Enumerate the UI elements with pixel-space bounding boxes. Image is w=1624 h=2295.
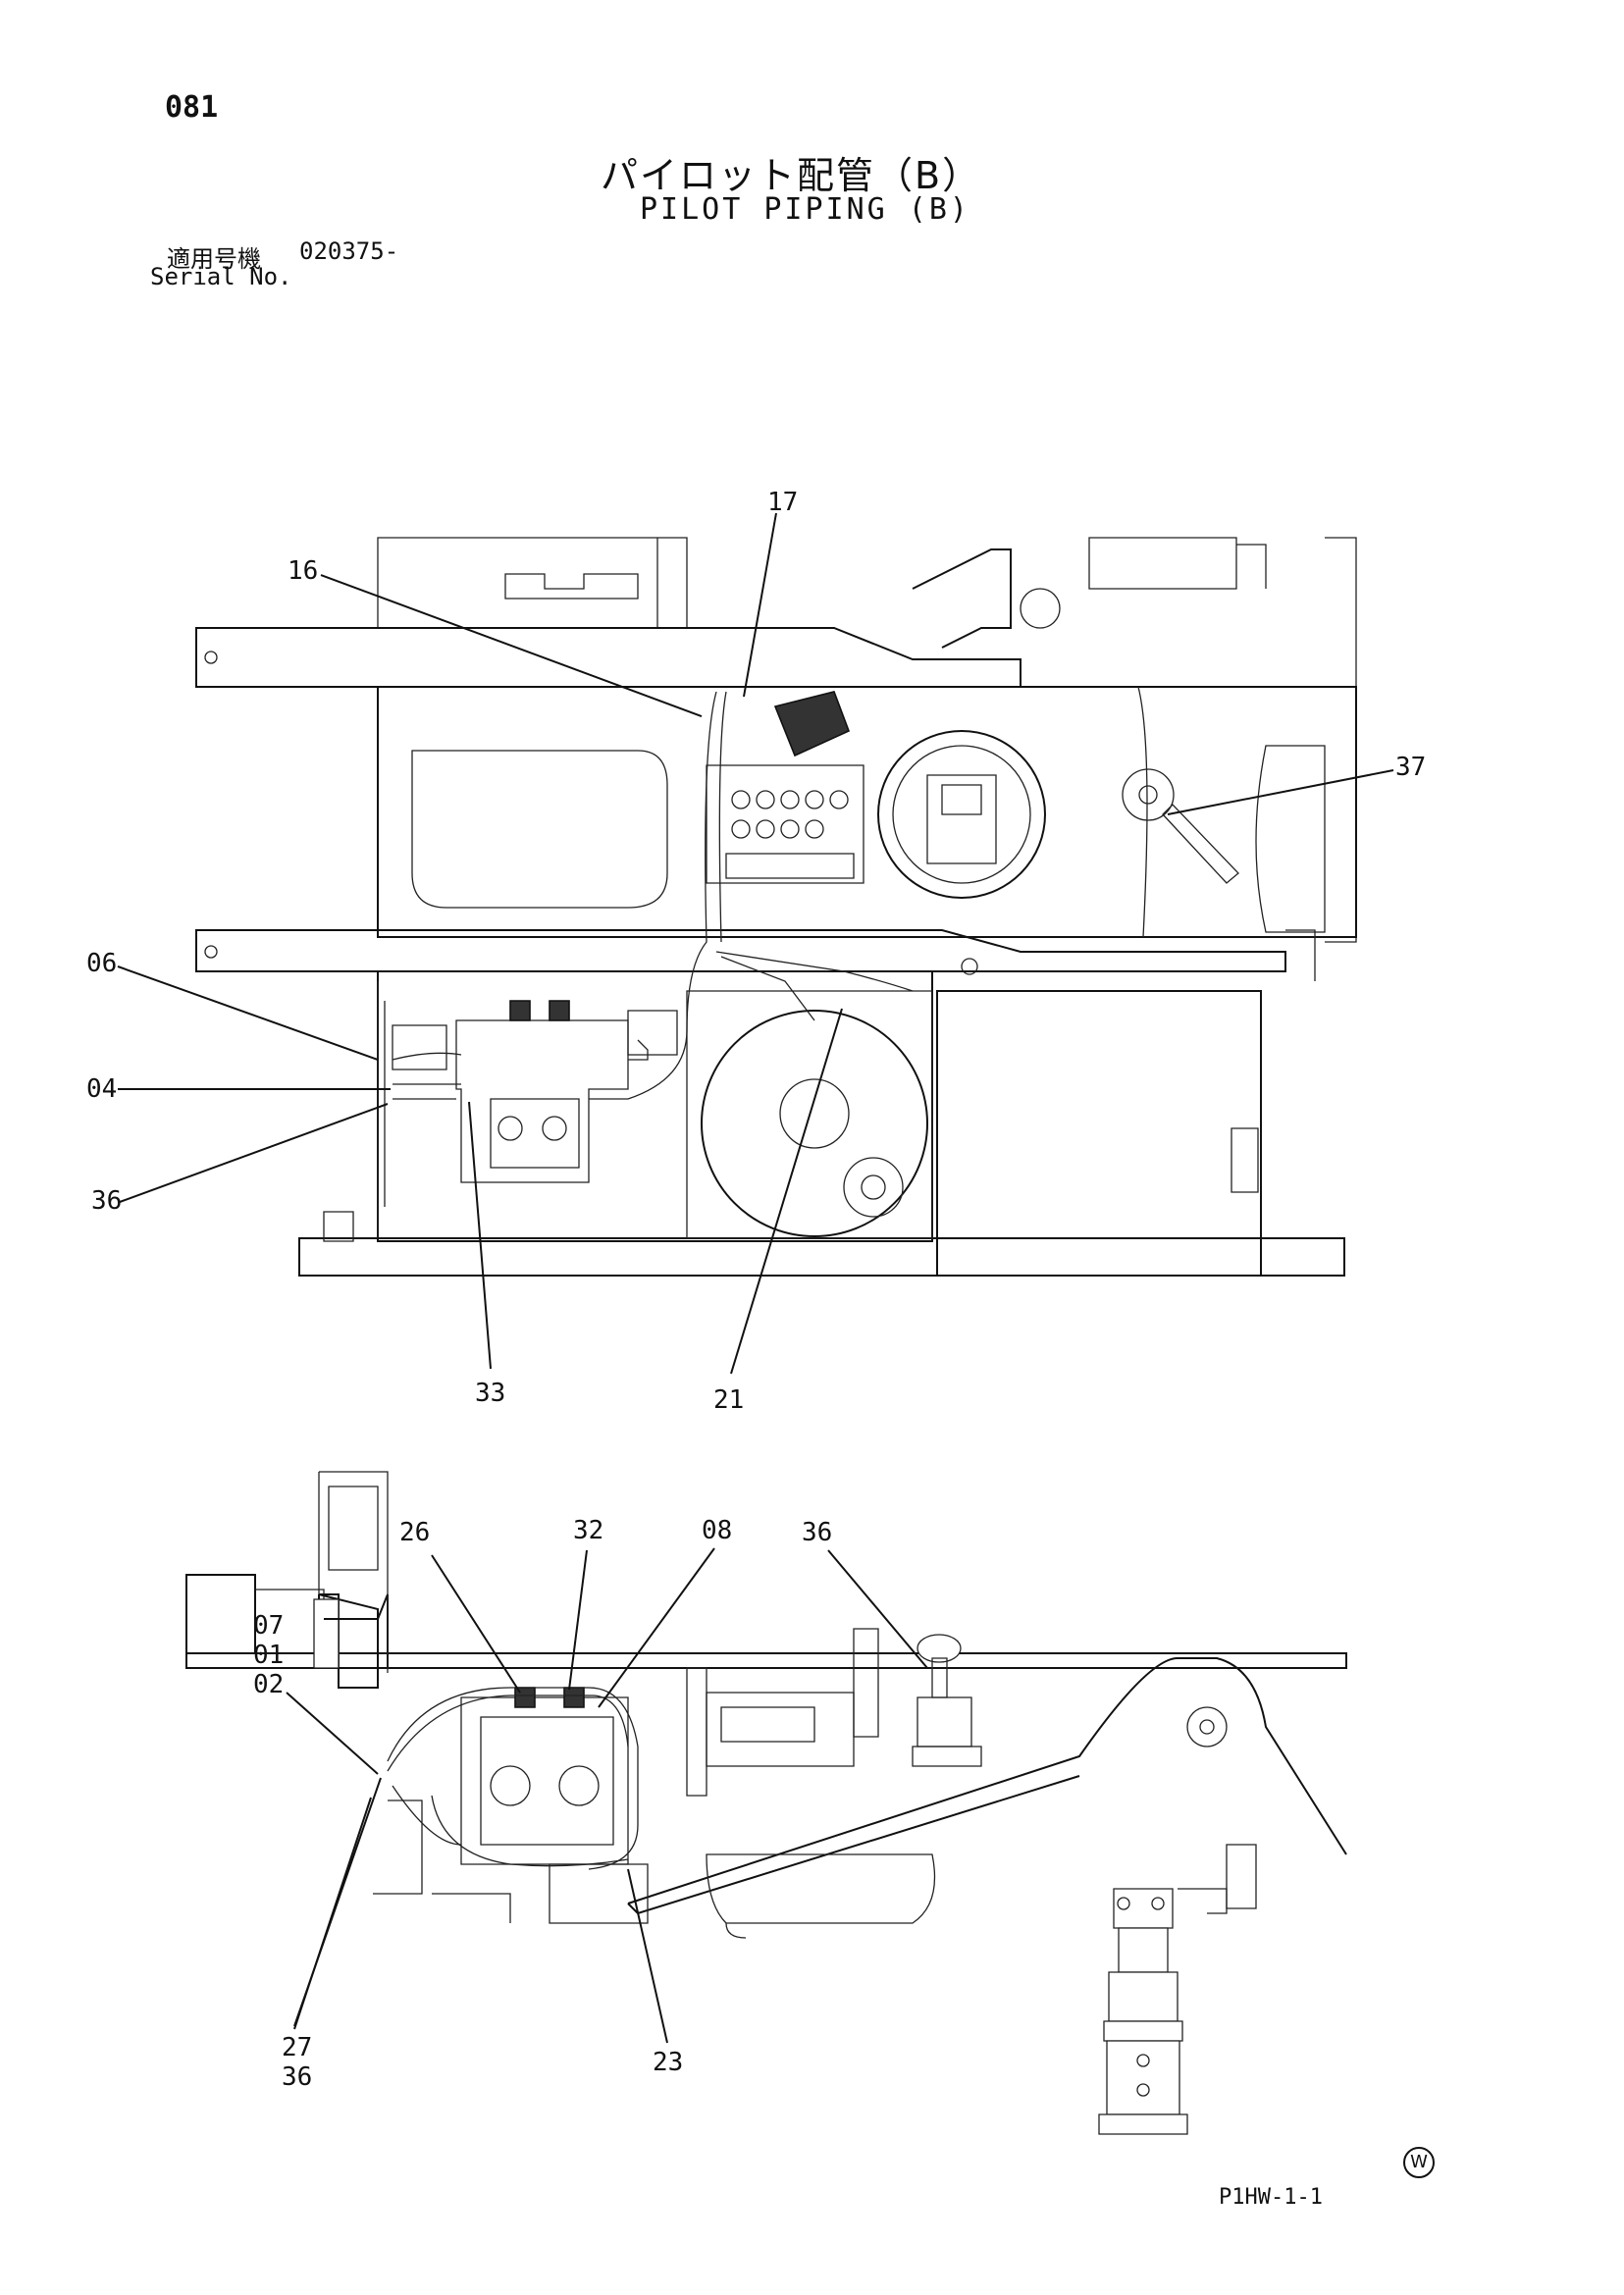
callout-27: 27 xyxy=(282,2033,312,2062)
callout-21: 21 xyxy=(713,1385,744,1415)
callout-17: 17 xyxy=(767,488,798,517)
side-view-drawing xyxy=(185,1471,1347,2135)
callout-04: 04 xyxy=(86,1074,117,1104)
callout-36-side: 36 xyxy=(802,1518,832,1547)
top-view-drawing xyxy=(195,537,1357,1277)
callout-32: 32 xyxy=(573,1516,603,1545)
sheet-code: P1HW-1-1 xyxy=(1219,2185,1323,2210)
callout-08: 08 xyxy=(702,1516,732,1545)
callout-37: 37 xyxy=(1395,753,1426,782)
callout-labels: 17 16 37 06 04 36 33 21 26 32 08 36 07 0… xyxy=(86,488,1426,2092)
serial-label-english: Serial No. xyxy=(150,263,292,290)
page-title-english: PILOT PIPING (B) xyxy=(640,192,970,227)
leader-lines xyxy=(117,512,1394,2044)
serial-label-japanese: 適用号機 xyxy=(167,245,261,273)
callout-06: 06 xyxy=(86,949,117,978)
callout-07: 07 xyxy=(253,1611,284,1641)
callout-02: 02 xyxy=(253,1670,284,1699)
callout-33: 33 xyxy=(475,1379,505,1408)
page-title-japanese: パイロット配管（B） xyxy=(601,154,982,197)
callout-36-bottom: 36 xyxy=(282,2062,312,2092)
callout-01: 01 xyxy=(253,1641,284,1670)
callout-26: 26 xyxy=(399,1518,430,1547)
w-circle-mark: W xyxy=(1403,2147,1435,2178)
page-number: 081 xyxy=(165,90,219,125)
serial-number-value: 020375- xyxy=(299,237,399,265)
callout-36-top: 36 xyxy=(91,1186,122,1216)
callout-16: 16 xyxy=(288,556,318,586)
callout-23: 23 xyxy=(653,2048,683,2077)
